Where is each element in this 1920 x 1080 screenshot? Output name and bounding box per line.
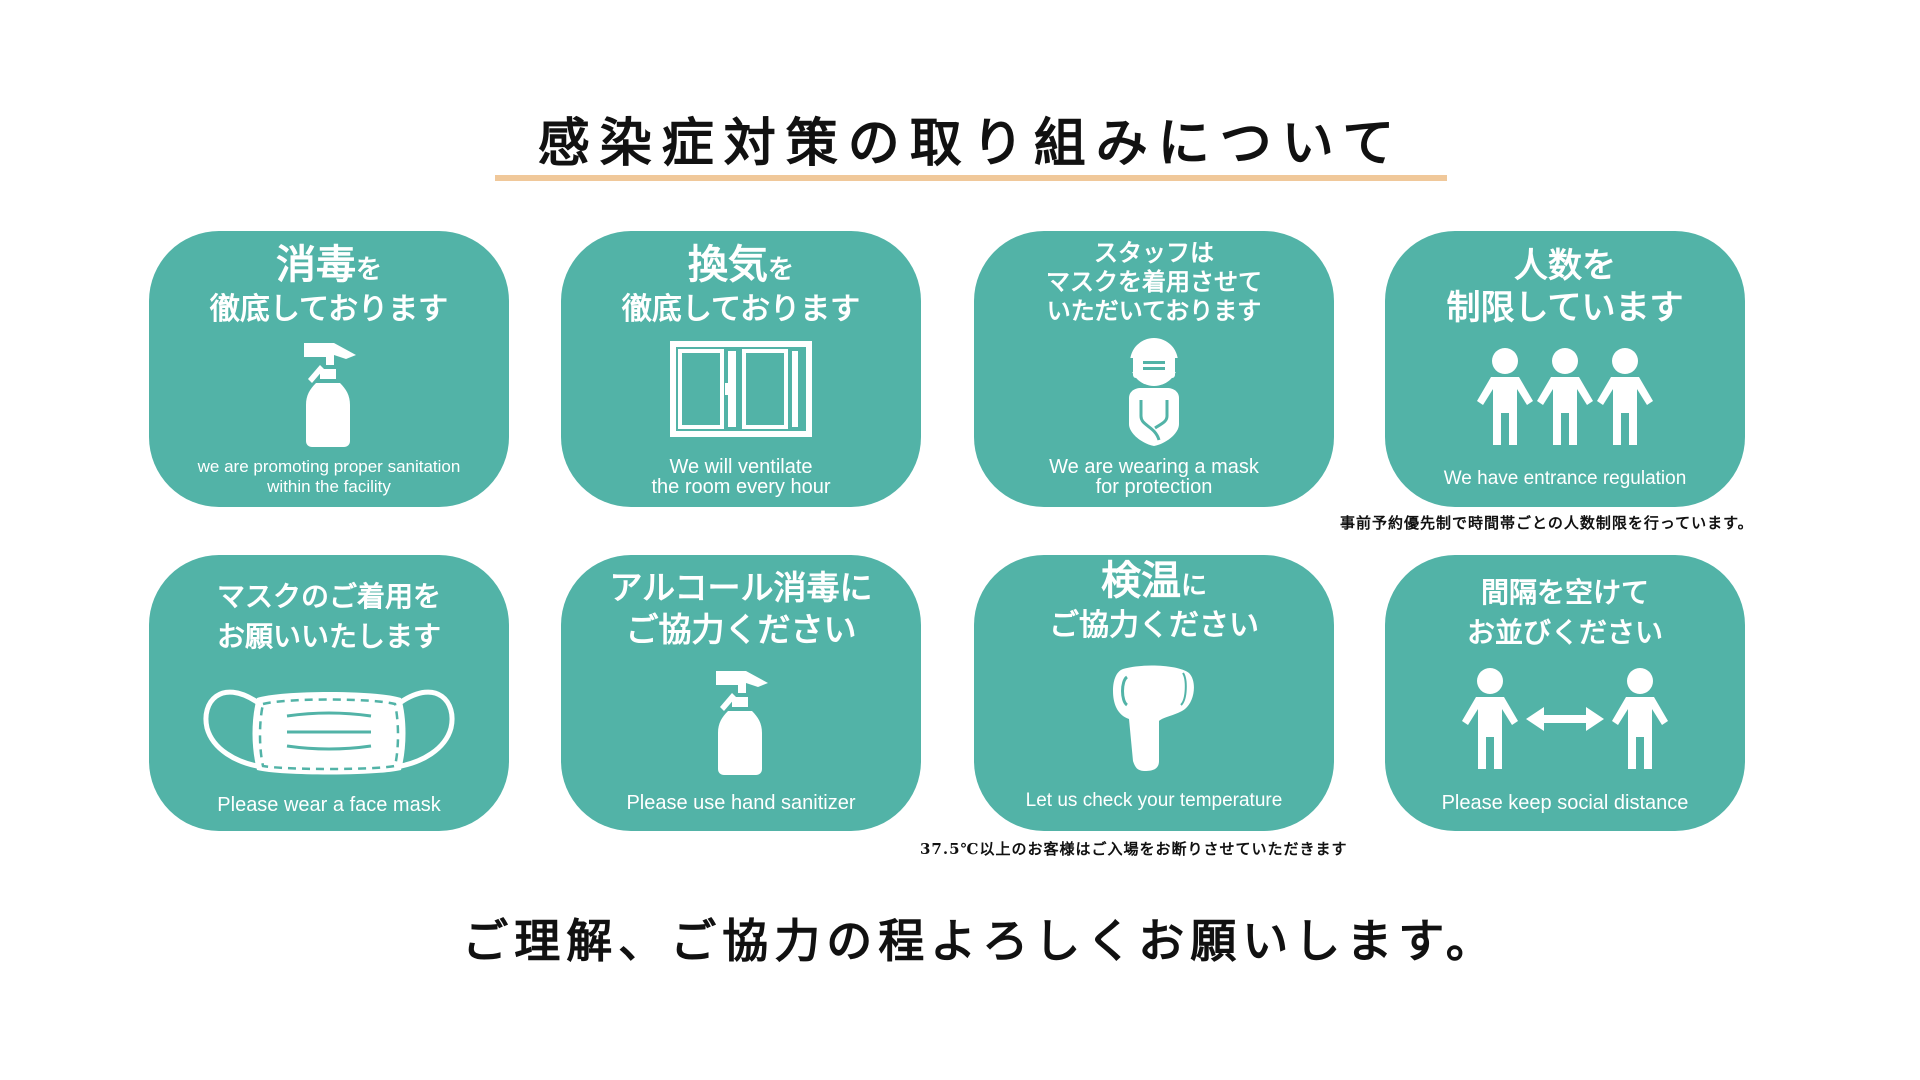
caption-line1: We have entrance regulation (1443, 468, 1687, 489)
caption-line2: for protection (1095, 476, 1213, 498)
caption-line2: within the facility (267, 477, 391, 496)
caption-line1: Please keep social distance (1441, 792, 1689, 814)
caption-line1: Let us check your temperature (1025, 790, 1283, 811)
heading-line2: 徹底しております (621, 292, 861, 327)
card-caption: We have entrance regulation (1385, 469, 1745, 489)
window-icon (561, 341, 921, 437)
heading-main: 消毒 (275, 242, 356, 288)
caption-line1: we are promoting proper sanitation (197, 457, 461, 476)
card-caption: Please keep social distance (1385, 793, 1745, 813)
heading-line1: アルコール消毒に (609, 568, 873, 607)
face-mask-icon (149, 672, 509, 776)
card-heading: 消毒を 徹底しております (149, 245, 509, 330)
card-social-distance: 間隔を空けて お並びください Please keep social distan… (1385, 555, 1745, 831)
heading-line2: ご協力ください (1049, 608, 1259, 643)
masked-staff-icon (974, 336, 1334, 448)
heading-line1: スタッフは (1094, 239, 1214, 267)
card-heading: 人数を 制限しています (1385, 245, 1745, 329)
three-people-icon (1385, 347, 1745, 447)
closing-message: ご理解、ご協力の程よろしくお願いします。 (462, 914, 1498, 968)
card-capacity-limit: 人数を 制限しています We have entrance regulation (1385, 231, 1745, 507)
heading-line2: ご協力ください (625, 610, 857, 649)
card-heading: スタッフは マスクを着用させて いただいております (974, 239, 1334, 326)
page-title: 感染症対策の取り組みについて (537, 113, 1405, 174)
card-heading: 間隔を空けて お並びください (1385, 573, 1745, 653)
title-underline (495, 175, 1447, 181)
card-hand-sanitizer: アルコール消毒に ご協力ください Please use hand sanitiz… (561, 555, 921, 831)
social-distance-icon (1385, 667, 1745, 773)
caption-line1: Please wear a face mask (217, 794, 441, 816)
card-heading: 換気を 徹底しております (561, 245, 921, 330)
note-temperature-policy: 37.5℃以上のお客様はご入場をお断りさせていただきます (920, 840, 1348, 858)
card-heading: アルコール消毒に ご協力ください (561, 567, 921, 651)
card-caption: we are promoting proper sanitation withi… (149, 457, 509, 497)
card-caption: Let us check your temperature (974, 791, 1334, 811)
card-heading: 検温に ご協力ください (974, 561, 1334, 646)
note-entrance-regulation: 事前予約優先制で時間帯ごとの人数制限を行っています。 (1340, 514, 1754, 532)
caption-line1: Please use hand sanitizer (626, 792, 856, 814)
card-caption: Please wear a face mask (149, 795, 509, 815)
heading-main: 検温 (1100, 558, 1181, 604)
thermometer-gun-icon (974, 663, 1334, 773)
heading-line3: いただいております (1046, 297, 1262, 325)
heading-line2: お願いいたします (216, 620, 441, 653)
heading-particle: を (767, 255, 794, 285)
heading-line1: 間隔を空けて (1480, 576, 1649, 609)
card-ventilation: 換気を 徹底しております We will ventilate the room … (561, 231, 921, 507)
heading-main: 換気 (687, 242, 768, 288)
heading-line1: マスクのご着用を (216, 580, 441, 613)
card-caption: We are wearing a mask for protection (974, 457, 1334, 497)
card-disinfection: 消毒を 徹底しております we are promoting proper san… (149, 231, 509, 507)
card-caption: Please use hand sanitizer (561, 793, 921, 813)
card-caption: We will ventilate the room every hour (561, 457, 921, 497)
card-staff-mask: スタッフは マスクを着用させて いただいております We are wearing… (974, 231, 1334, 507)
caption-line2: the room every hour (651, 476, 831, 498)
card-temperature-check: 検温に ご協力ください Let us check your temperatur… (974, 555, 1334, 831)
heading-line2: マスクを着用させて (1046, 268, 1262, 296)
caption-line1: We are wearing a mask (1049, 456, 1259, 478)
spray-bottle-icon (561, 667, 921, 777)
caption-line1: We will ventilate (669, 456, 813, 478)
heading-particle: に (1180, 571, 1207, 601)
card-heading: マスクのご着用を お願いいたします (149, 577, 509, 657)
card-wear-mask: マスクのご着用を お願いいたします Please wear a face mas… (149, 555, 509, 831)
heading-line1: 人数を (1514, 246, 1616, 286)
heading-line2: 制限しています (1446, 288, 1684, 328)
heading-line2: 徹底しております (209, 292, 449, 327)
heading-line2: お並びください (1466, 616, 1663, 649)
heading-particle: を (355, 255, 382, 285)
spray-bottle-icon (149, 339, 509, 449)
